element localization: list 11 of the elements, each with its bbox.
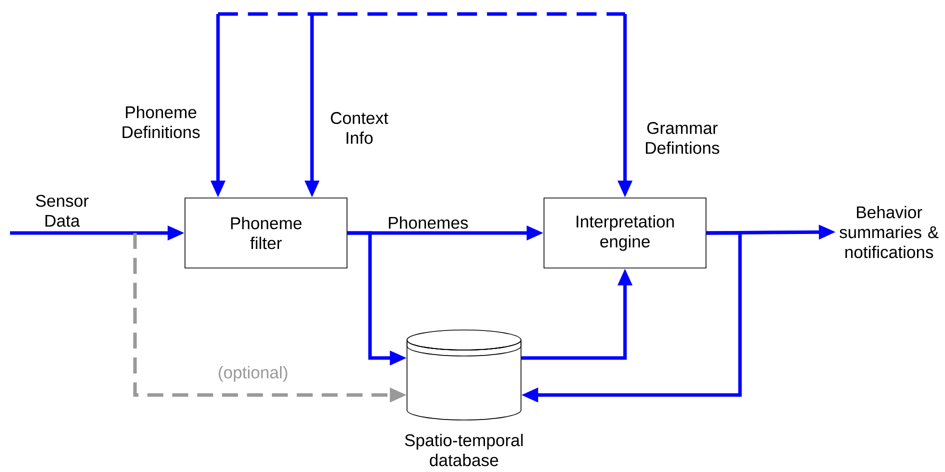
process-box: Phoneme filter — [184, 198, 348, 268]
process-box: Interpretation engine — [544, 198, 706, 268]
database-cylinder — [406, 330, 522, 420]
edge-label: Phonemes — [388, 216, 468, 229]
edge-label: (optional) — [218, 366, 288, 382]
edge-label: Grammar Defintions — [646, 122, 720, 154]
output-text: Behavior summaries & notifications — [840, 206, 939, 258]
edge-label: Context Info — [330, 112, 388, 144]
node-caption: Spatio-temporal database — [405, 434, 523, 466]
edge-label: Sensor Data — [36, 194, 89, 227]
edge-label: Phoneme Definitions — [122, 106, 200, 138]
